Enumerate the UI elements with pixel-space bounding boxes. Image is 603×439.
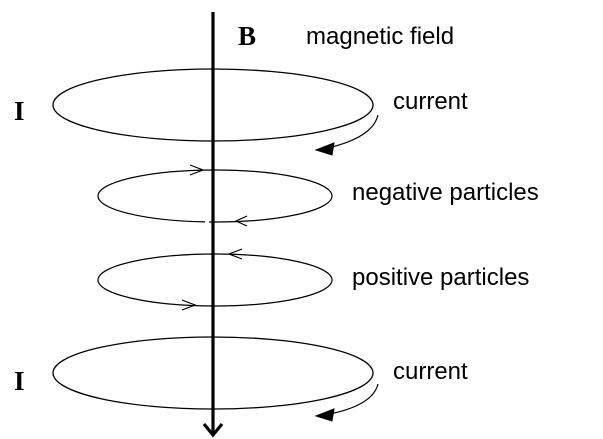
magnetic-field-axis xyxy=(204,12,222,435)
positive-particles-label: positive particles xyxy=(352,264,529,291)
negative-particle-orbit xyxy=(98,165,332,226)
field-label: magnetic field xyxy=(306,23,454,50)
positive-particle-orbit xyxy=(98,249,332,310)
top-current-symbol: I xyxy=(14,96,25,126)
field-symbol: B xyxy=(238,21,256,51)
top-current-label: current xyxy=(393,88,468,115)
negative-particles-label: negative particles xyxy=(352,179,539,206)
top-current-arrow xyxy=(316,115,378,155)
bottom-current-arrow xyxy=(316,384,378,421)
bottom-current-symbol: I xyxy=(14,366,25,396)
bottom-current-label: current xyxy=(393,358,468,385)
